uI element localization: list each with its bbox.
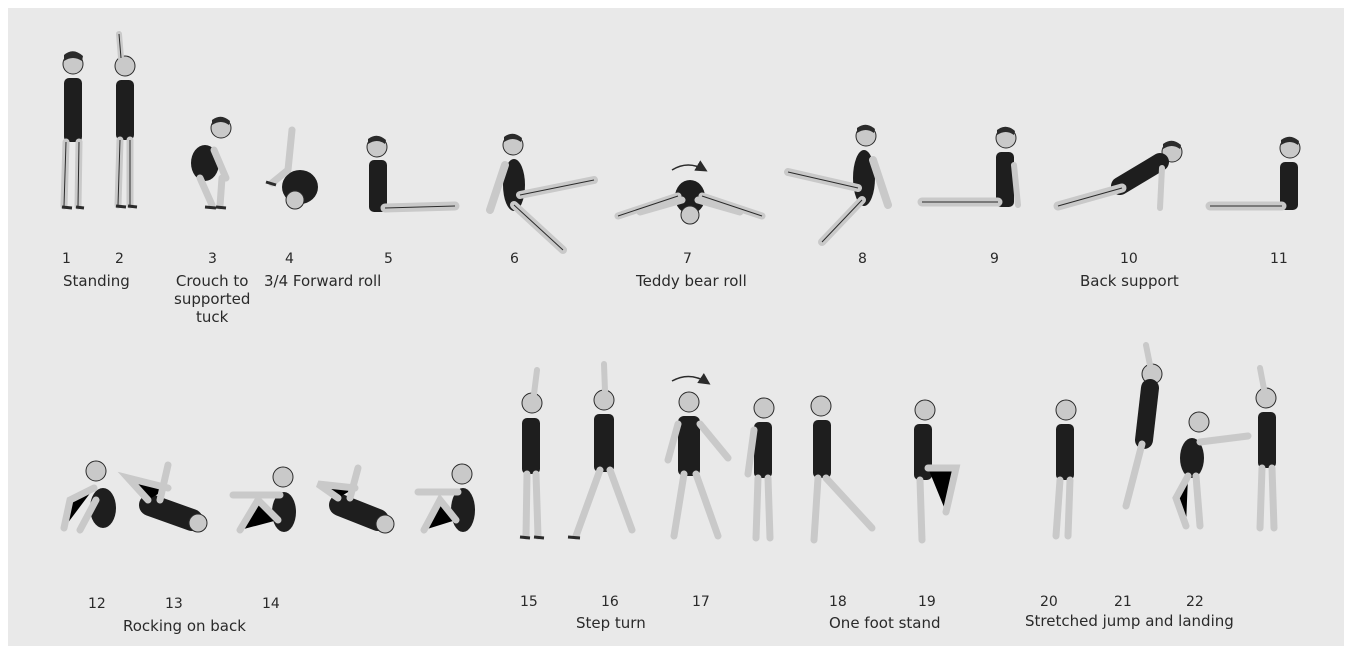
figure-6-rolling-up bbox=[490, 134, 594, 250]
caption-stretched-jump-and-landing: Stretched jump and landing bbox=[1025, 612, 1234, 630]
step-number-8: 8 bbox=[858, 250, 867, 268]
figure-17-turn bbox=[668, 376, 728, 536]
figure-1-standing bbox=[62, 51, 84, 208]
figure-4-forward-roll bbox=[266, 130, 318, 209]
step-number-9: 9 bbox=[990, 250, 999, 268]
figure-14-rocking-up bbox=[233, 467, 296, 532]
step-number-13: 13 bbox=[165, 595, 183, 613]
figure-2-standing-arms-up bbox=[115, 34, 137, 207]
figure-22-landing bbox=[1176, 412, 1248, 526]
step-number-1: 1 bbox=[62, 250, 71, 268]
figure-rocking-up-repeat bbox=[418, 464, 475, 532]
step-number-12: 12 bbox=[88, 595, 106, 613]
figure-20-standing bbox=[1056, 400, 1076, 536]
caption-one-foot-stand: One foot stand bbox=[829, 614, 941, 632]
caption-back-support: Back support bbox=[1080, 272, 1179, 290]
figure-12-rocking-tuck bbox=[64, 461, 116, 530]
caption-forward-roll: 3/4 Forward roll bbox=[264, 272, 381, 290]
caption-teddy-bear-roll: Teddy bear roll bbox=[636, 272, 747, 290]
step-number-17: 17 bbox=[692, 593, 710, 611]
figure-15-standing-arms-up bbox=[520, 370, 544, 538]
figure-rocking-back-repeat bbox=[318, 468, 394, 533]
step-number-2: 2 bbox=[115, 250, 124, 268]
figure-10-back-support bbox=[1058, 141, 1182, 208]
figure-13-rocking-back bbox=[128, 465, 207, 532]
figure-18-standing bbox=[748, 398, 774, 538]
figure-18b-step-back bbox=[811, 396, 872, 540]
step-number-14: 14 bbox=[262, 595, 280, 613]
figure-5-sitting bbox=[367, 136, 455, 212]
figure-19-one-foot-stand bbox=[914, 400, 956, 540]
step-number-6: 6 bbox=[510, 250, 519, 268]
step-number-11: 11 bbox=[1270, 250, 1288, 268]
figure-7-teddy-bear-roll bbox=[618, 165, 762, 224]
step-number-7: 7 bbox=[683, 250, 692, 268]
step-number-4: 4 bbox=[285, 250, 294, 268]
step-number-15: 15 bbox=[520, 593, 538, 611]
caption-rocking-on-back: Rocking on back bbox=[123, 617, 246, 635]
figure-9-sitting bbox=[922, 127, 1018, 207]
caption-step-turn: Step turn bbox=[576, 614, 646, 632]
step-number-16: 16 bbox=[601, 593, 619, 611]
caption-crouch-supported-tuck: Crouch to supported tuck bbox=[174, 272, 250, 326]
figure-3-crouch bbox=[191, 117, 231, 208]
figure-final-stretch bbox=[1256, 368, 1276, 528]
step-number-22: 22 bbox=[1186, 593, 1204, 611]
step-number-18: 18 bbox=[829, 593, 847, 611]
figure-21-jump bbox=[1126, 345, 1162, 506]
step-number-3: 3 bbox=[208, 250, 217, 268]
step-number-10: 10 bbox=[1120, 250, 1138, 268]
rotation-arrow-icon bbox=[672, 165, 705, 170]
figure-11-sitting bbox=[1210, 137, 1300, 210]
caption-standing: Standing bbox=[63, 272, 130, 290]
rotation-arrow-icon-2 bbox=[672, 376, 708, 383]
step-number-5: 5 bbox=[384, 250, 393, 268]
step-number-19: 19 bbox=[918, 593, 936, 611]
figure-8-rolling bbox=[788, 125, 888, 242]
step-number-20: 20 bbox=[1040, 593, 1058, 611]
step-number-21: 21 bbox=[1114, 593, 1132, 611]
figure-16-step bbox=[568, 364, 632, 538]
